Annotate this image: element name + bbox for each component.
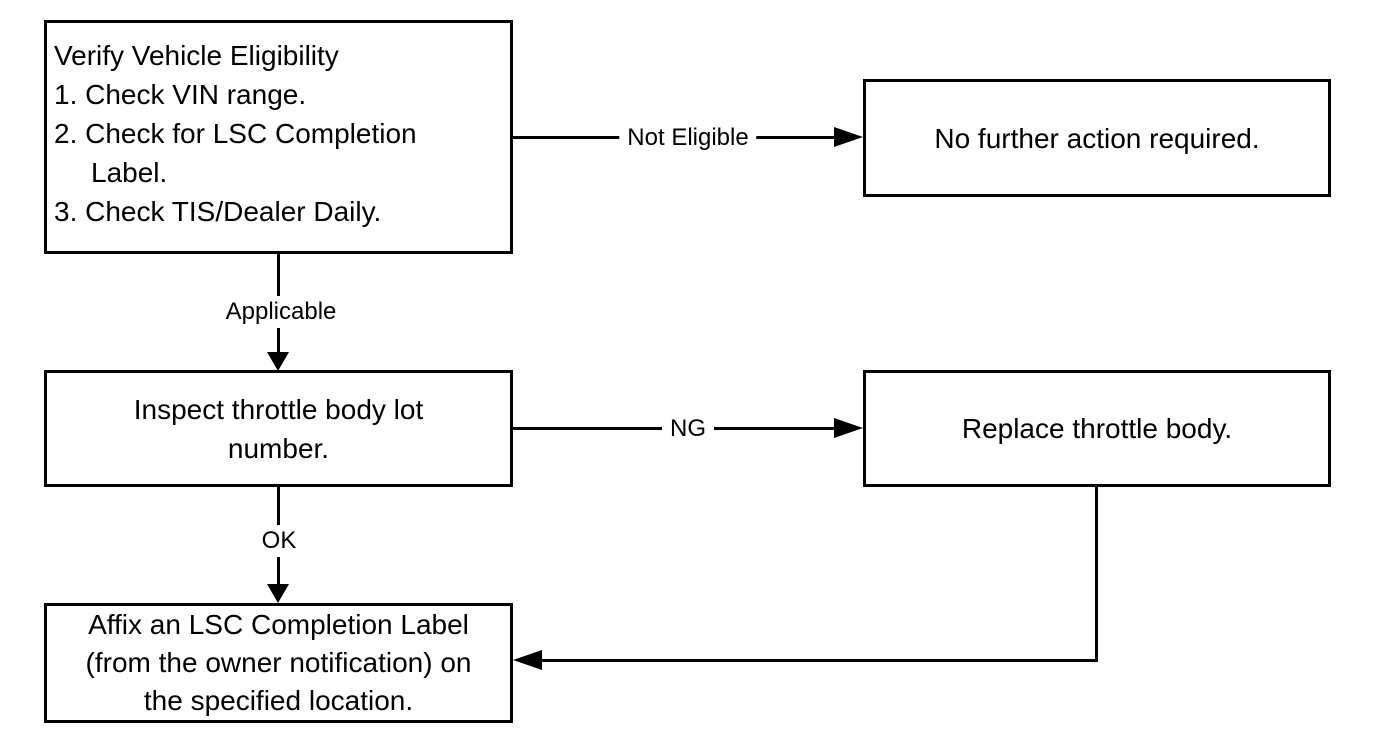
not-eligible-label: Not Eligible bbox=[619, 122, 757, 154]
verify-eligibility-line: Label. bbox=[91, 157, 168, 188]
affix-completion-label-line: Affix an LSC Completion Label bbox=[88, 609, 469, 640]
inspect-lot-number-box: Inspect throttle body lot number. bbox=[44, 370, 513, 487]
no-action-box: No further action required. bbox=[863, 79, 1331, 197]
verify-eligibility-line: 2. Check for LSC Completion bbox=[54, 118, 417, 149]
ng-arrowhead-icon bbox=[834, 418, 863, 438]
affix-completion-label-line: (from the owner notification) on bbox=[85, 647, 472, 678]
verify-eligibility-line: 3. Check TIS/Dealer Daily. bbox=[54, 196, 382, 227]
verify-eligibility-line: Verify Vehicle Eligibility bbox=[54, 40, 339, 71]
inspect-lot-number-line: Inspect throttle body lot bbox=[133, 393, 424, 425]
replace-to-affix-connector-horizontal-line bbox=[542, 659, 1098, 662]
affix-completion-label-line: the specified location. bbox=[143, 685, 414, 716]
no-action-text: No further action required. bbox=[934, 122, 1260, 154]
ok-label: OK bbox=[253, 525, 305, 557]
replace-throttle-body-box: Replace throttle body. bbox=[863, 370, 1331, 487]
replace-to-affix-arrowhead-icon bbox=[513, 650, 542, 670]
applicable-arrowhead-icon bbox=[267, 352, 289, 371]
replace-to-affix-connector-vertical-line bbox=[1095, 487, 1098, 662]
ng-label: NG bbox=[662, 413, 714, 445]
verify-eligibility-line: 1. Check VIN range. bbox=[54, 79, 307, 110]
verify-eligibility-box: Verify Vehicle Eligibility 1. Check VIN … bbox=[44, 20, 513, 254]
applicable-label: Applicable bbox=[217, 296, 345, 328]
affix-completion-label-box: Affix an LSC Completion Label (from the … bbox=[44, 603, 513, 723]
ok-arrowhead-icon bbox=[267, 584, 289, 603]
inspect-lot-number-line: number. bbox=[227, 432, 330, 464]
replace-throttle-body-text: Replace throttle body. bbox=[961, 413, 1233, 444]
not-eligible-arrowhead-icon bbox=[834, 127, 863, 147]
